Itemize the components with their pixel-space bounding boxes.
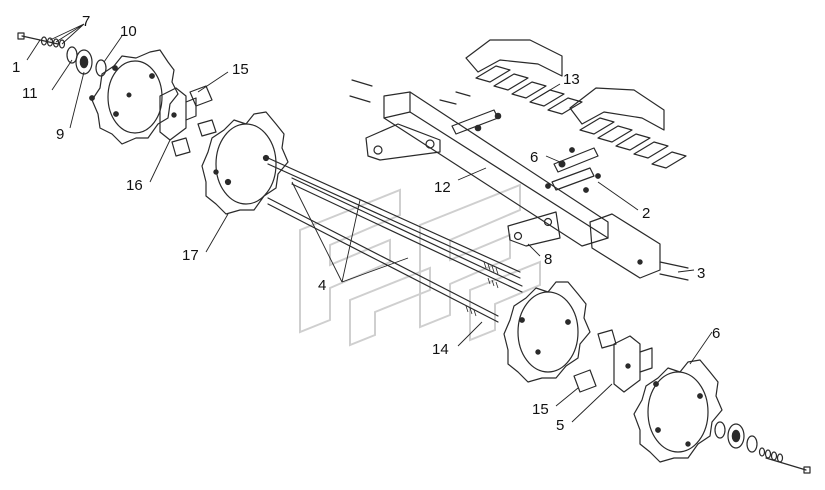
seal-right: [714, 421, 726, 439]
callout-14: 14: [432, 341, 449, 358]
beam-bracket: [365, 123, 441, 161]
callout-2: 2: [642, 205, 650, 222]
callout-16: 16: [126, 177, 143, 194]
callout-1: 1: [12, 59, 20, 76]
callout-6-upper: 6: [530, 149, 538, 166]
callout-15-upper: 15: [232, 61, 249, 78]
callout-10: 10: [120, 23, 137, 40]
washers-left: [40, 36, 66, 49]
bolt-right: [765, 457, 811, 474]
tie-rod-lower: [267, 197, 499, 323]
callout-4: 4: [318, 277, 326, 294]
star-wheel-left-inner: [201, 111, 289, 215]
callout-15-lower: 15: [532, 401, 549, 418]
star-wheel-right-outer: [633, 359, 723, 463]
tine-clamp-left: [451, 109, 499, 135]
watermark-logo: [299, 183, 541, 347]
spacer-left-lower: [171, 137, 191, 157]
bolts-upper-left: [349, 79, 471, 105]
seal-left: [95, 59, 107, 77]
callout-3: 3: [697, 265, 705, 282]
hub-bracket-left: [159, 87, 197, 141]
bolts-right-end: [659, 261, 689, 281]
spacer-left-upper: [189, 85, 213, 107]
tine-comb-upper: [465, 39, 583, 115]
callout-13: 13: [563, 71, 580, 88]
callout-11: 11: [22, 85, 38, 102]
tine-comb-lower: [569, 87, 687, 169]
callout-5: 5: [556, 417, 564, 434]
spacer-right-lower: [573, 369, 597, 393]
ring-right: [746, 435, 758, 453]
bearing-right: [727, 423, 745, 449]
hub-bracket-right: [613, 335, 653, 393]
nuts-cluster: [474, 112, 601, 193]
tie-rod-upper: [267, 157, 521, 279]
bearing-left: [75, 49, 93, 75]
star-wheel-right-inner: [503, 281, 591, 383]
beam-end-cap: [589, 213, 661, 279]
callout-8: 8: [544, 251, 552, 268]
callout-17: 17: [182, 247, 199, 264]
spacer-left-mid: [197, 119, 217, 137]
lower-bracket: [507, 211, 561, 247]
star-wheel-left-outer: [89, 49, 179, 145]
callout-labels: 1 7 10 11 9 15 13 6 12 16 2 17 8 3 4 14 …: [12, 13, 720, 434]
tine-clamp-right: [551, 147, 599, 191]
callout-9: 9: [56, 126, 64, 143]
spacer-right-upper: [597, 329, 617, 349]
callout-7: 7: [82, 13, 90, 30]
leader-lines: [26, 23, 713, 423]
callout-6-lower: 6: [712, 325, 720, 342]
callout-12: 12: [434, 179, 451, 196]
main-beam: [383, 91, 609, 247]
rod-thread-marks: [465, 261, 499, 317]
tie-rod-middle: [291, 177, 523, 293]
